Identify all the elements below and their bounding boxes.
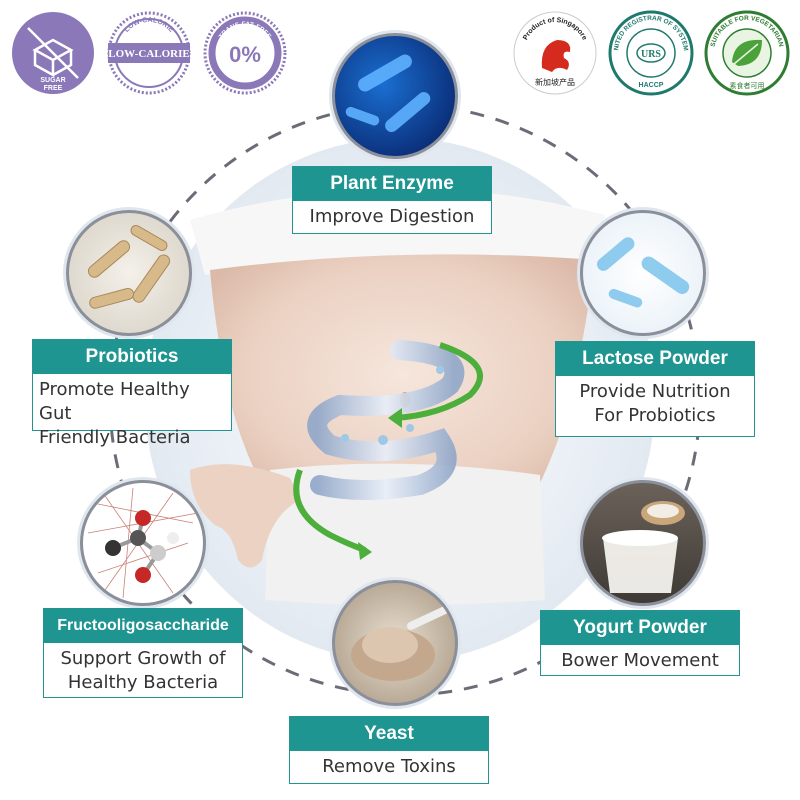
singapore-badge: Product of Singapore 新加坡产品 (513, 11, 597, 95)
hand (190, 464, 300, 568)
singapore-chinese: 新加坡产品 (535, 77, 575, 87)
green-arrow-bottom (293, 468, 366, 553)
low-calorie-label: LOW-CALORIE (108, 48, 190, 60)
card-title: Fructooligosaccharide (44, 609, 242, 643)
low-calorie-badge: LOW-CALORIE LOW-CALORIE (107, 11, 191, 95)
lion-icon (541, 40, 571, 72)
yeast-powder-image (332, 580, 458, 706)
spiral-body (307, 340, 465, 500)
sugar-free-line1: SUGAR (40, 77, 65, 84)
card-description: Bower Movement (561, 650, 719, 671)
pants (265, 463, 545, 605)
sugar-cube-icon (27, 27, 79, 79)
vegetarian-chinese: 素食者可用 (730, 81, 765, 90)
green-arrowhead-top (388, 408, 402, 428)
yogurt-powder-card: Yogurt Powder Bower Movement (540, 610, 740, 676)
sugar-free-badge: SUGAR FREE (12, 12, 94, 94)
urs-center: URS (641, 49, 661, 60)
belly (210, 254, 595, 520)
bacteria-light-blue-image (580, 210, 706, 336)
trans-fat-free-badge: 0% TRANS FAT FREE (203, 11, 287, 95)
molecule-image (80, 480, 206, 606)
green-arrowhead-bottom (358, 542, 372, 560)
card-title: Plant Enzyme (293, 167, 491, 201)
card-title: Probiotics (33, 340, 231, 374)
yeast-card: Yeast Remove Toxins (289, 716, 489, 784)
green-arrow-top (394, 342, 483, 421)
card-title: Yogurt Powder (541, 611, 739, 645)
trans-fat-value: 0% (229, 42, 261, 67)
card-description: Remove Toxins (322, 756, 456, 777)
card-description: Improve Digestion (309, 206, 475, 227)
yogurt-image (580, 480, 706, 606)
vegetarian-badge: SUITABLE FOR VEGETARIAN 素食者可用 (704, 10, 790, 96)
sugar-free-line2: FREE (44, 85, 63, 92)
urs-bottom: HACCP (639, 82, 664, 89)
bacteria-rod-image (66, 210, 192, 336)
bacteria-blue-image (332, 33, 458, 159)
card-title: Yeast (290, 717, 488, 751)
card-title: Lactose Powder (556, 342, 754, 376)
plant-enzyme-card: Plant Enzyme Improve Digestion (292, 166, 492, 234)
urs-haccp-badge: UNITED REGISTRAR OF SYSTEMS URS HACCP (608, 10, 694, 96)
